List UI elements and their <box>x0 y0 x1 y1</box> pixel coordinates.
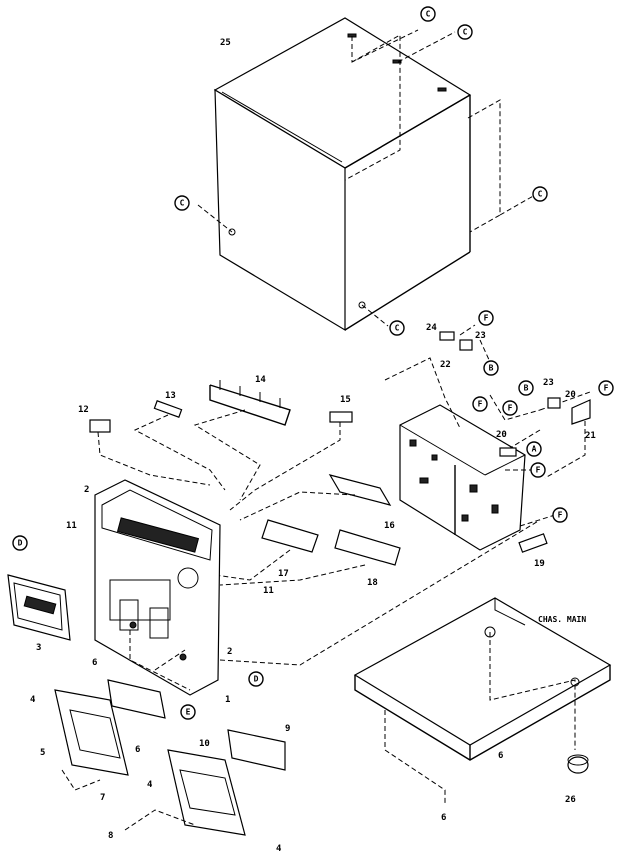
part-number-labels: 25 24 23 22 23 20 21 20 14 13 12 15 16 1… <box>30 38 596 854</box>
svg-text:F: F <box>478 400 483 409</box>
part-11b-label: 11 <box>263 586 274 596</box>
callout-f-4: F <box>502 400 518 416</box>
part-11a-label: 11 <box>66 521 77 531</box>
svg-text:C: C <box>426 10 431 19</box>
door-parts <box>54 679 286 836</box>
display-window <box>7 574 71 641</box>
part-6d-label: 6 <box>441 813 446 823</box>
part-5-label: 5 <box>40 748 45 758</box>
part-12-label: 12 <box>78 405 89 415</box>
callout-a-1: A <box>526 441 542 457</box>
button-parts <box>89 380 401 566</box>
part-25-label: 25 <box>220 38 231 48</box>
part-8-label: 8 <box>108 831 113 841</box>
svg-text:E: E <box>186 708 191 717</box>
part-23b-label: 23 <box>543 378 554 388</box>
chassis-main <box>353 597 612 774</box>
connector-parts <box>439 331 591 553</box>
part-21-label: 21 <box>585 431 596 441</box>
svg-text:D: D <box>254 675 259 684</box>
part-23-label: 23 <box>475 331 486 341</box>
part-6b-label: 6 <box>135 745 140 755</box>
svg-text:C: C <box>395 324 400 333</box>
cabinet-cover <box>213 17 472 332</box>
callout-f-3: F <box>472 396 488 412</box>
callout-c-1: C <box>420 6 436 22</box>
svg-text:A: A <box>532 445 537 454</box>
part-6c-label: 6 <box>498 751 503 761</box>
chassis-main-label: CHAS. MAIN <box>538 615 586 624</box>
svg-text:B: B <box>524 384 529 393</box>
pcb-leaders <box>384 324 591 527</box>
svg-text:F: F <box>604 384 609 393</box>
front-panel <box>94 479 221 696</box>
svg-text:F: F <box>484 314 489 323</box>
callout-f-5: F <box>530 462 546 478</box>
chassis-leaders <box>219 519 576 805</box>
part-3-label: 3 <box>36 643 41 653</box>
callout-c-3: C <box>532 186 548 202</box>
svg-text:D: D <box>18 539 23 548</box>
callout-d-1: D <box>12 535 28 551</box>
part-2-label: 2 <box>84 485 89 495</box>
part-6-label: 6 <box>92 658 97 668</box>
callout-c-4: C <box>174 195 190 211</box>
part-1-label: 1 <box>225 695 230 705</box>
callout-c-2: C <box>457 24 473 40</box>
svg-text:F: F <box>536 466 541 475</box>
callout-markers: C C C C C F B B F F F A F F D D E <box>12 6 614 720</box>
callout-b-1: B <box>483 360 499 376</box>
part-4b-label: 4 <box>147 780 153 790</box>
svg-text:F: F <box>558 511 563 520</box>
part-10-label: 10 <box>199 739 210 749</box>
svg-text:C: C <box>180 199 185 208</box>
svg-text:C: C <box>538 190 543 199</box>
part-26-label: 26 <box>565 795 576 805</box>
part-7-label: 7 <box>100 793 105 803</box>
door-leaders <box>61 630 196 831</box>
part-20-label: 20 <box>496 430 507 440</box>
part-14-label: 14 <box>255 375 266 385</box>
part-4c-label: 4 <box>276 844 282 854</box>
callout-b-2: B <box>518 380 534 396</box>
callout-f-2: F <box>598 380 614 396</box>
part-22-label: 22 <box>440 360 451 370</box>
cabinet-leaders <box>197 29 536 327</box>
part-17-label: 17 <box>278 569 289 579</box>
part-13-label: 13 <box>165 391 176 401</box>
part-18-label: 18 <box>367 578 378 588</box>
callout-c-5: C <box>389 320 405 336</box>
callout-f-6: F <box>552 507 568 523</box>
part-24-label: 24 <box>426 323 437 333</box>
part-16-label: 16 <box>384 521 395 531</box>
svg-text:B: B <box>489 364 494 373</box>
callout-e-1: E <box>180 704 196 720</box>
part-4a-label: 4 <box>30 695 36 705</box>
callout-d-2: D <box>248 671 264 687</box>
part-20b-label: 20 <box>565 390 576 400</box>
svg-text:C: C <box>463 28 468 37</box>
button-leaders <box>97 409 366 586</box>
part-2b-label: 2 <box>227 647 232 657</box>
part-19-label: 19 <box>534 559 545 569</box>
callout-f-1: F <box>478 310 494 326</box>
part-9-label: 9 <box>285 724 290 734</box>
part-15-label: 15 <box>340 395 351 405</box>
svg-text:F: F <box>508 404 513 413</box>
main-pcb-assembly <box>399 404 526 551</box>
